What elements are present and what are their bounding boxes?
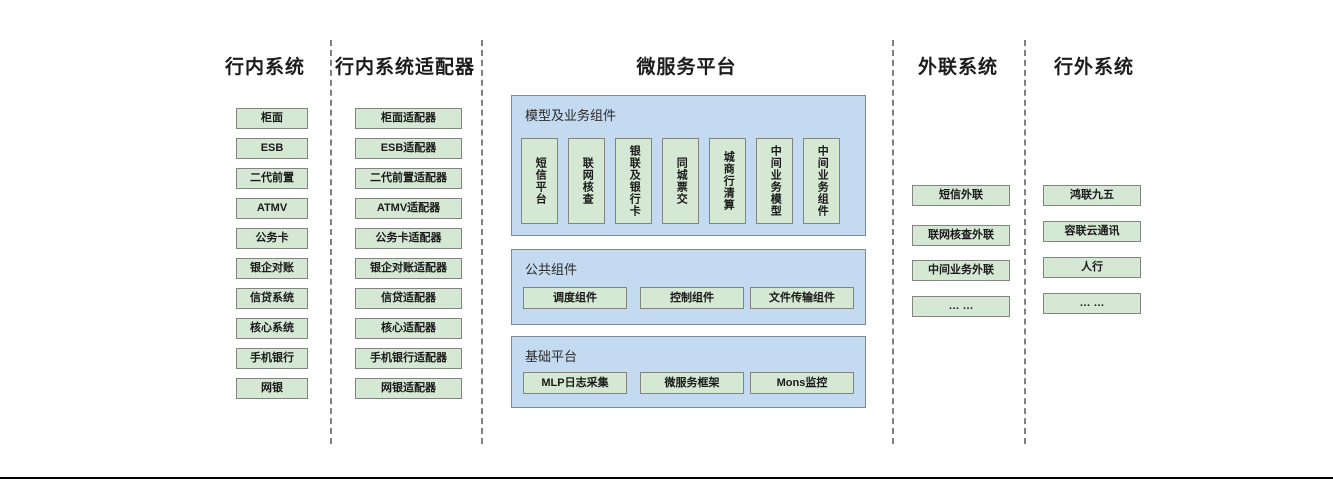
node-outside-system[interactable]: 鸿联九五: [1043, 185, 1141, 206]
node-internal-system[interactable]: 银企对账: [236, 258, 308, 279]
node-internal-system[interactable]: ATMV: [236, 198, 308, 219]
node-public-component[interactable]: 调度组件: [523, 287, 627, 309]
node-model-component[interactable]: 银联及银行卡: [615, 138, 652, 224]
node-label: 中间业务组件: [816, 145, 829, 217]
node-internal-system[interactable]: 二代前置: [236, 168, 308, 189]
divider-4: [1024, 40, 1026, 444]
node-internal-adapter[interactable]: 信贷适配器: [355, 288, 462, 309]
node-model-component[interactable]: 中间业务模型: [756, 138, 793, 224]
node-model-component[interactable]: 短信平台: [521, 138, 558, 224]
node-outside-system[interactable]: … …: [1043, 293, 1141, 314]
node-internal-adapter[interactable]: ESB适配器: [355, 138, 462, 159]
node-internal-adapter[interactable]: 银企对账适配器: [355, 258, 462, 279]
node-label: 城商行清算: [722, 151, 735, 211]
node-internal-system[interactable]: ESB: [236, 138, 308, 159]
node-internal-system[interactable]: 柜面: [236, 108, 308, 129]
column-title-microservice-platform: 微服务平台: [636, 57, 737, 78]
node-outside-system[interactable]: 容联云通讯: [1043, 221, 1141, 242]
node-external-link-system[interactable]: 短信外联: [912, 185, 1010, 206]
node-internal-adapter[interactable]: ATMV适配器: [355, 198, 462, 219]
node-internal-adapter[interactable]: 柜面适配器: [355, 108, 462, 129]
bottom-divider-rule: [0, 477, 1333, 479]
node-model-component[interactable]: 中间业务组件: [803, 138, 840, 224]
node-model-component[interactable]: 城商行清算: [709, 138, 746, 224]
node-internal-adapter[interactable]: 手机银行适配器: [355, 348, 462, 369]
node-internal-system[interactable]: 核心系统: [236, 318, 308, 339]
column-title-internal-systems: 行内系统: [224, 57, 305, 78]
node-label: 联网核查: [581, 157, 594, 205]
node-model-component[interactable]: 同城票交: [662, 138, 699, 224]
node-internal-adapter[interactable]: 二代前置适配器: [355, 168, 462, 189]
node-base-platform-component[interactable]: 微服务框架: [640, 372, 744, 394]
node-public-component[interactable]: 文件传输组件: [750, 287, 854, 309]
panel-title-base-platform: 基础平台: [525, 349, 578, 364]
node-outside-system[interactable]: 人行: [1043, 257, 1141, 278]
node-external-link-system[interactable]: 联网核查外联: [912, 225, 1010, 246]
node-internal-adapter[interactable]: 核心适配器: [355, 318, 462, 339]
node-base-platform-component[interactable]: MLP日志采集: [523, 372, 627, 394]
panel-title-public-components: 公共组件: [525, 262, 578, 277]
node-internal-adapter[interactable]: 网银适配器: [355, 378, 462, 399]
node-external-link-system[interactable]: … …: [912, 296, 1010, 317]
node-internal-system[interactable]: 信贷系统: [236, 288, 308, 309]
node-external-link-system[interactable]: 中间业务外联: [912, 260, 1010, 281]
node-internal-system[interactable]: 手机银行: [236, 348, 308, 369]
node-internal-system[interactable]: 公务卡: [236, 228, 308, 249]
panel-title-model-business-components: 模型及业务组件: [525, 108, 617, 123]
node-label: 中间业务模型: [769, 145, 782, 217]
node-internal-adapter[interactable]: 公务卡适配器: [355, 228, 462, 249]
column-title-external-link-systems: 外联系统: [917, 57, 998, 78]
node-label: 银联及银行卡: [628, 145, 641, 217]
divider-2: [481, 40, 483, 444]
divider-3: [892, 40, 894, 444]
node-label: 短信平台: [534, 157, 547, 205]
column-title-internal-adapters: 行内系统适配器: [334, 57, 475, 78]
node-public-component[interactable]: 控制组件: [640, 287, 744, 309]
node-internal-system[interactable]: 网银: [236, 378, 308, 399]
node-model-component[interactable]: 联网核查: [568, 138, 605, 224]
node-label: 同城票交: [675, 157, 688, 205]
node-base-platform-component[interactable]: Mons监控: [750, 372, 854, 394]
column-title-outside-systems: 行外系统: [1053, 57, 1134, 78]
divider-1: [330, 40, 332, 444]
